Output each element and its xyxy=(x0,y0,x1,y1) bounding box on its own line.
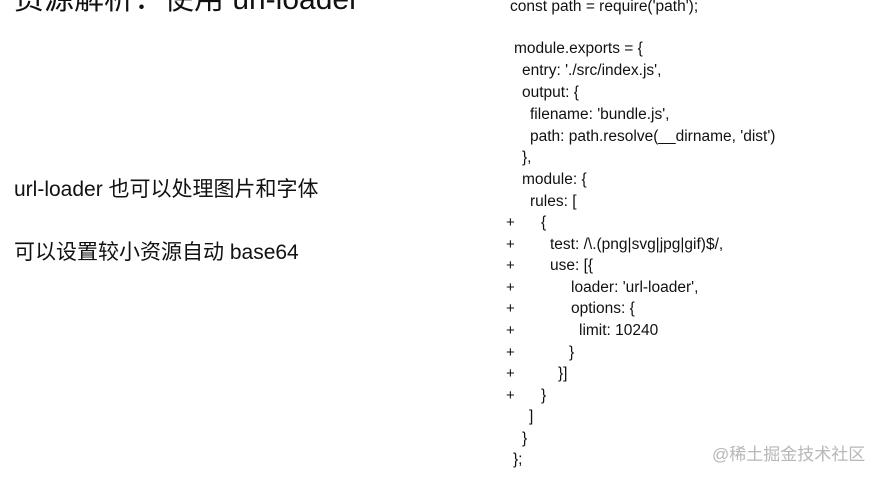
code-line: module.exports = { xyxy=(0,38,889,60)
code-text: } xyxy=(541,387,547,404)
diff-added-marker: + xyxy=(506,257,515,274)
code-text: limit: 10240 xyxy=(579,322,659,339)
diff-added-marker: + xyxy=(506,236,515,253)
code-line: + loader: 'url-loader', xyxy=(0,277,889,299)
code-line: filename: 'bundle.js', xyxy=(0,104,889,126)
diff-added-marker: + xyxy=(506,279,515,296)
code-text: }; xyxy=(513,451,523,468)
diff-added-marker: + xyxy=(506,322,515,339)
code-text: }] xyxy=(558,365,568,382)
code-line: }, xyxy=(0,147,889,169)
code-line: module: { xyxy=(0,169,889,191)
code-text: module.exports = { xyxy=(514,40,643,57)
code-line: } xyxy=(0,428,889,450)
code-line: path: path.resolve(__dirname, 'dist') xyxy=(0,126,889,148)
code-line: +} xyxy=(0,342,889,364)
code-text: entry: './src/index.js', xyxy=(522,62,662,79)
code-text: } xyxy=(569,344,575,361)
code-text: test: /\.(png|svg|jpg|gif)$/, xyxy=(550,236,724,253)
code-text: loader: 'url-loader', xyxy=(571,279,699,296)
code-line: entry: './src/index.js', xyxy=(0,60,889,82)
code-line: output: { xyxy=(0,82,889,104)
bullet-point-2: 可以设置较小资源自动 base64 xyxy=(14,241,299,264)
code-text: }, xyxy=(522,149,532,166)
code-line: +} xyxy=(0,385,889,407)
diff-added-marker: + xyxy=(506,344,515,361)
code-text: } xyxy=(522,430,528,447)
code-line: + limit: 10240 xyxy=(0,320,889,342)
code-line: + test: /\.(png|svg|jpg|gif)$/, xyxy=(0,234,889,256)
bullet-point-1: url-loader 也可以处理图片和字体 xyxy=(14,178,319,201)
code-text: output: { xyxy=(522,84,579,101)
code-text: filename: 'bundle.js', xyxy=(530,106,670,123)
code-text: use: [{ xyxy=(550,257,594,274)
code-line: + options: { xyxy=(0,298,889,320)
diff-added-marker: + xyxy=(506,214,515,231)
code-text: const path = require('path'); xyxy=(510,0,699,15)
code-text: rules: [ xyxy=(530,193,577,210)
diff-added-marker: + xyxy=(506,300,515,317)
slide-title: 资源解析：使用 url-loader xyxy=(14,0,359,18)
code-line: +}] xyxy=(0,363,889,385)
watermark: @稀土掘金技术社区 xyxy=(712,445,866,464)
diff-added-marker: + xyxy=(506,365,515,382)
code-text: path: path.resolve(__dirname, 'dist') xyxy=(530,128,776,145)
code-line: + use: [{ xyxy=(0,255,889,277)
code-text: ] xyxy=(529,408,534,425)
diff-added-marker: + xyxy=(506,387,515,404)
code-line: +{ xyxy=(0,212,889,234)
code-text: module: { xyxy=(522,171,587,188)
code-text: options: { xyxy=(571,300,635,317)
code-text: { xyxy=(541,214,547,231)
code-line: }; xyxy=(0,449,889,471)
code-line: const path = require('path'); xyxy=(0,0,889,18)
code-line: rules: [ xyxy=(0,191,889,213)
code-line xyxy=(0,18,889,40)
code-line: ] xyxy=(0,406,889,428)
